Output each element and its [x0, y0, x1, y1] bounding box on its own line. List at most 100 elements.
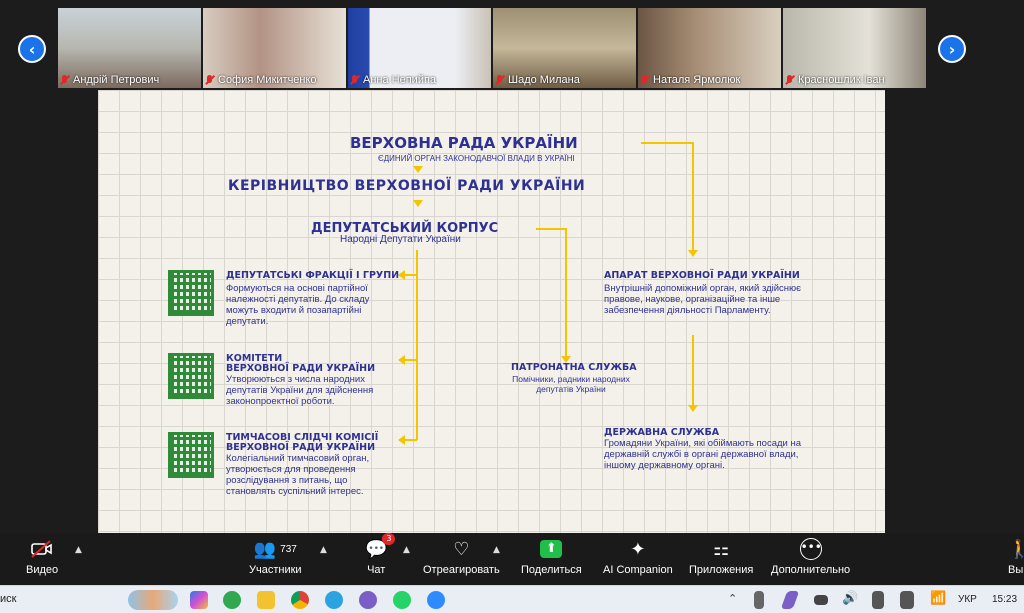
factions-heading: ДЕПУТАТСЬКІ ФРАКЦІЇ І ГРУПИ [226, 270, 400, 281]
connector-line [692, 142, 694, 250]
chevron-up-icon[interactable]: ▲ [493, 545, 500, 555]
apps-button[interactable]: ⚏ Приложения [689, 537, 754, 577]
chevron-up-icon[interactable]: ▲ [75, 545, 82, 555]
zoom-icon[interactable] [427, 591, 445, 609]
connector-line [692, 335, 694, 405]
prev-page-button[interactable]: ‹ [18, 35, 46, 63]
participant-tile[interactable]: Шадо Милана [493, 8, 636, 88]
notification-icon[interactable] [900, 591, 914, 609]
connector-line [416, 250, 418, 440]
usb-icon[interactable] [754, 591, 764, 609]
arrow-down-icon [413, 200, 423, 207]
connector-line [405, 359, 417, 361]
device-icon[interactable] [872, 591, 884, 609]
connector-line [641, 142, 693, 144]
pen-icon[interactable] [780, 591, 800, 609]
more-button[interactable]: ••• Дополнительно [771, 537, 850, 576]
telegram-icon[interactable] [325, 591, 343, 609]
participant-strip: ‹ Андрій Петрович София Микитченко Анна … [0, 0, 1024, 90]
chevron-left-icon: ‹ [28, 39, 36, 59]
taskbar: иск ⌃ 🔊 📶 УКР 15:23 [0, 585, 1024, 613]
video-feed [638, 8, 781, 88]
next-page-button[interactable]: › [938, 35, 966, 63]
app-icon[interactable] [223, 591, 241, 609]
battery-icon[interactable] [814, 595, 828, 605]
copilot-icon[interactable] [190, 591, 208, 609]
participant-tile[interactable]: Красношлик Іван [783, 8, 926, 88]
participant-tile[interactable]: Наталя Ярмолюк [638, 8, 781, 88]
participant-tile[interactable]: Андрій Петрович [58, 8, 201, 88]
participant-tile[interactable]: София Микитченко [203, 8, 346, 88]
people-icon: 👥737 [253, 538, 297, 560]
patronage-text: Помічники, радники народних депутатів Ук… [512, 374, 630, 394]
video-feed [58, 8, 201, 88]
arrow-left-icon [398, 435, 405, 445]
qr-code [168, 432, 214, 478]
chevron-up-icon[interactable]: ▲ [403, 545, 410, 555]
video-button[interactable]: Видео [26, 537, 58, 576]
video-label: Видео [26, 564, 59, 576]
mic-muted-icon [205, 74, 214, 86]
search-highlight-image [128, 590, 178, 610]
corps-subtitle: Народні Депутати України [340, 234, 461, 245]
apparatus-text: Внутрішній допоміжний орган, який здійсн… [604, 283, 802, 316]
share-label: Поделиться [521, 564, 582, 576]
video-feed [783, 8, 926, 88]
participants-label: Участники [249, 564, 302, 576]
ai-companion-label: AI Companion [603, 564, 673, 576]
clock[interactable]: 15:23 [992, 594, 1018, 605]
video-feed [348, 8, 491, 88]
search-box[interactable]: иск [0, 593, 17, 605]
folder-icon[interactable] [257, 591, 275, 609]
chevron-right-icon: › [948, 39, 956, 59]
factions-text: Формуються на основі партійної належност… [226, 283, 370, 327]
video-off-icon [30, 537, 54, 561]
share-screen-button[interactable]: ⬆ Поделиться [521, 537, 582, 576]
sparkle-icon: ✦ [630, 538, 646, 560]
exit-label: Вы [1008, 564, 1024, 576]
slide-title: ВЕРХОВНА РАДА УКРАЇНИ [350, 134, 578, 152]
slide-subtitle: ЄДИНИЙ ОРГАН ЗАКОНОДАВЧОЇ ВЛАДИ В УКРАЇН… [378, 154, 575, 163]
arrow-left-icon [398, 355, 405, 365]
committees-heading-2: ВЕРХОВНОЇ РАДИ УКРАЇНИ [226, 363, 376, 374]
language-indicator[interactable]: УКР [958, 594, 977, 605]
committees-text: Утворюються з числа народних депутатів У… [226, 374, 374, 407]
apps-icon: ⚏ [713, 538, 730, 560]
wifi-icon[interactable]: 📶 [930, 591, 947, 606]
participants-button[interactable]: 👥737 Участники [249, 537, 302, 577]
participant-name: Андрій Петрович [73, 74, 160, 86]
participant-name: Красношлик Іван [798, 74, 885, 86]
chat-label: Чат [367, 564, 386, 576]
mic-muted-icon [640, 74, 649, 86]
apparatus-heading: АПАРАТ ВЕРХОВНОЇ РАДИ УКРАЇНИ [604, 270, 800, 281]
participant-name: София Микитченко [218, 74, 317, 86]
video-feed [203, 8, 346, 88]
mic-muted-icon [785, 74, 794, 86]
apps-label: Приложения [689, 564, 754, 576]
chrome-icon[interactable] [291, 591, 309, 609]
participant-count: 737 [280, 543, 297, 555]
exit-button[interactable]: 🚶 Вы [1008, 537, 1024, 577]
connector-line [565, 228, 567, 356]
leadership-heading: КЕРІВНИЦТВО ВЕРХОВНОЇ РАДИ УКРАЇНИ [228, 178, 586, 194]
commissions-text: Колегіальний тимчасовий орган, утворюєть… [226, 453, 370, 497]
viber-icon[interactable] [359, 591, 377, 609]
committees-heading: КОМІТЕТИ [226, 353, 283, 364]
chat-button[interactable]: 💬3 Чат [365, 533, 396, 576]
volume-icon[interactable]: 🔊 [842, 591, 859, 606]
whatsapp-icon[interactable] [393, 591, 411, 609]
chevron-up-icon[interactable]: ▲ [320, 545, 327, 555]
mic-muted-icon [350, 74, 359, 86]
participant-tile[interactable]: Анна Непийпа [348, 8, 491, 88]
arrow-left-icon [398, 270, 405, 280]
participant-name: Шадо Милана [508, 74, 580, 86]
ai-companion-button[interactable]: ✦ AI Companion [603, 537, 673, 577]
react-button[interactable]: ♡ Отреагировать [423, 537, 500, 577]
more-label: Дополнительно [771, 564, 851, 576]
chevron-up-icon[interactable]: ⌃ [728, 592, 738, 605]
commissions-heading: ТИМЧАСОВІ СЛІДЧІ КОМІСІЇ [226, 432, 379, 443]
arrow-down-icon [688, 405, 698, 412]
person-exit-icon: 🚶 [1008, 538, 1024, 560]
civil-service-heading: ДЕРЖАВНА СЛУЖБА [604, 427, 720, 438]
qr-code [168, 353, 214, 399]
